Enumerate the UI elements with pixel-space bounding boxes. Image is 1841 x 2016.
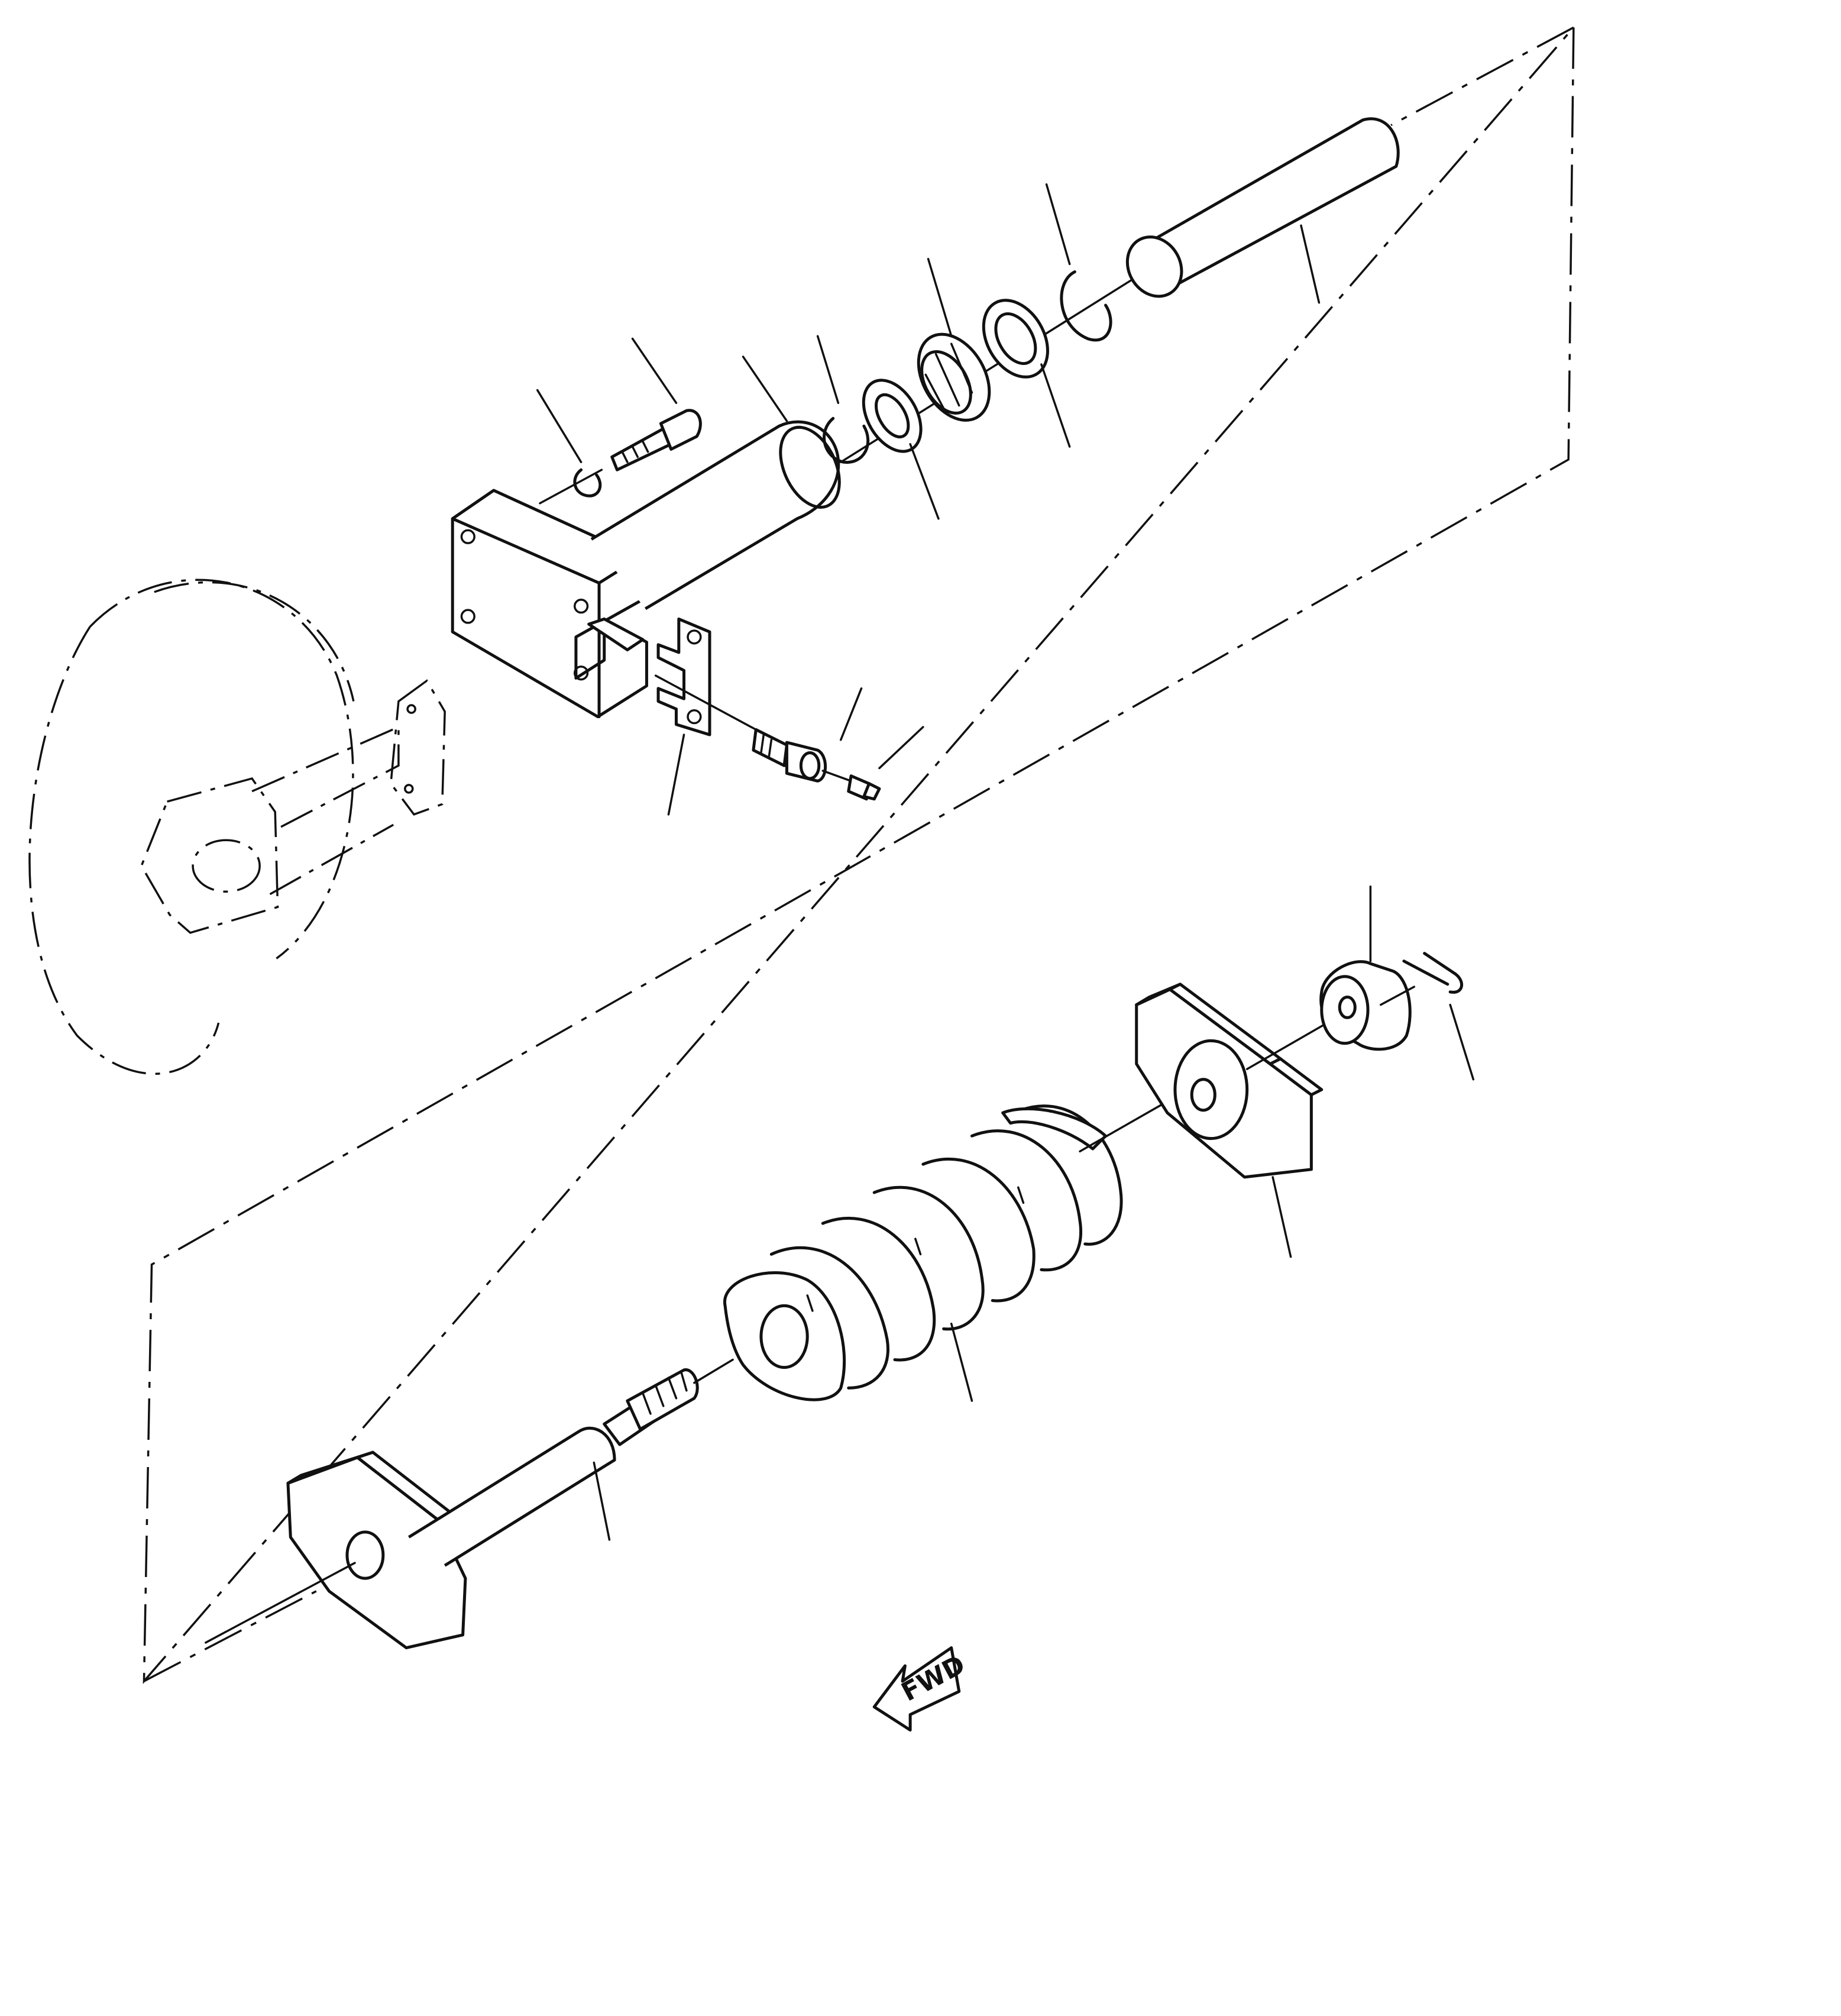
fwd-arrow-icon [874,1648,959,1730]
frame-edge-bottom [144,1591,316,1681]
wear-ring [970,289,1060,388]
o-ring [824,418,868,462]
lock-washer [575,470,600,496]
frame-outline [144,27,1573,1681]
recoil-spring [724,1100,1170,1400]
snap-ring [1062,272,1111,340]
frame-edge-top [1391,27,1574,125]
yoke-bracket [141,681,445,933]
spring-rear-plate [1137,984,1332,1177]
spring-rod-front-plate [206,1360,733,1648]
packing-seal [904,322,1004,433]
recoil-cylinder-housing [452,418,851,716]
retainer-plate [658,619,710,735]
piston-rod [1117,119,1398,306]
idler-wheel [30,580,354,1074]
cotter-pin [1381,954,1462,1005]
grease-fitting-assembly [656,676,879,799]
castle-nut [1321,962,1410,1049]
housing-bolt [540,411,700,503]
callout-leaders [538,185,1474,1540]
